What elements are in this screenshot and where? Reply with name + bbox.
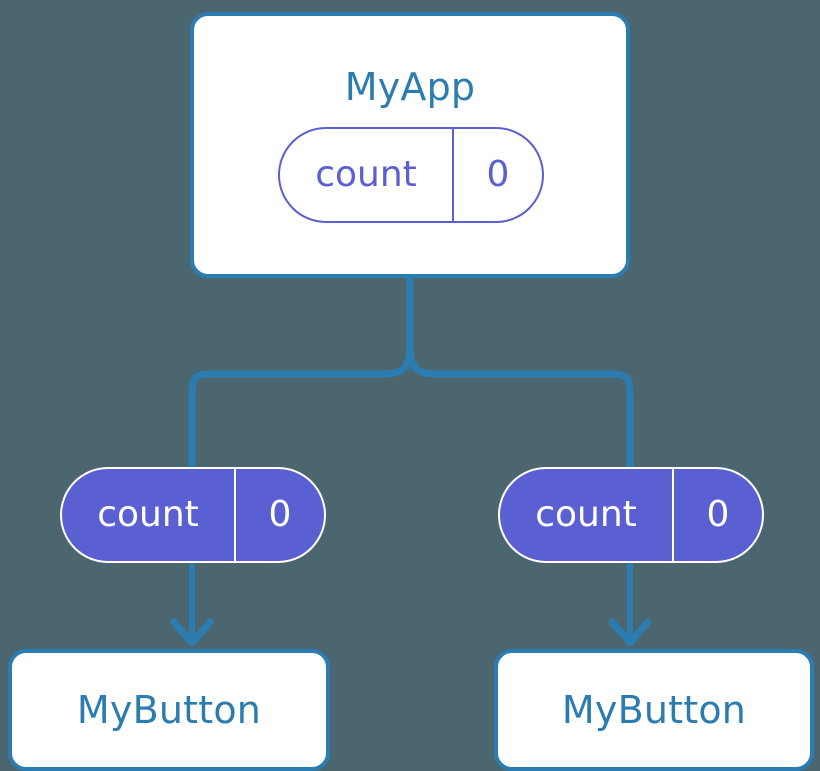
fork-connector-left (188, 344, 414, 467)
component-label-right-child: MyButton (561, 688, 747, 732)
fork-connector-right (406, 344, 634, 467)
prop-pill-right-value: 0 (706, 494, 730, 535)
component-box-left-child[interactable]: MyButton (8, 649, 330, 771)
arrow-head-left-icon (170, 618, 214, 647)
prop-pill-right[interactable]: count 0 (498, 467, 764, 563)
prop-pill-left-key: count (62, 469, 236, 561)
component-label-root: MyApp (344, 65, 476, 109)
arrow-head-right-icon (608, 618, 652, 647)
state-pill-root-value: 0 (486, 154, 510, 195)
component-label-left-child: MyButton (76, 688, 262, 732)
component-box-right-child[interactable]: MyButton (494, 649, 814, 771)
prop-pill-right-key: count (500, 469, 674, 561)
state-pill-root-key: count (280, 129, 454, 221)
prop-pill-left-value: 0 (268, 494, 292, 535)
prop-pill-left[interactable]: count 0 (60, 467, 326, 563)
state-pill-root[interactable]: count 0 (278, 127, 544, 223)
